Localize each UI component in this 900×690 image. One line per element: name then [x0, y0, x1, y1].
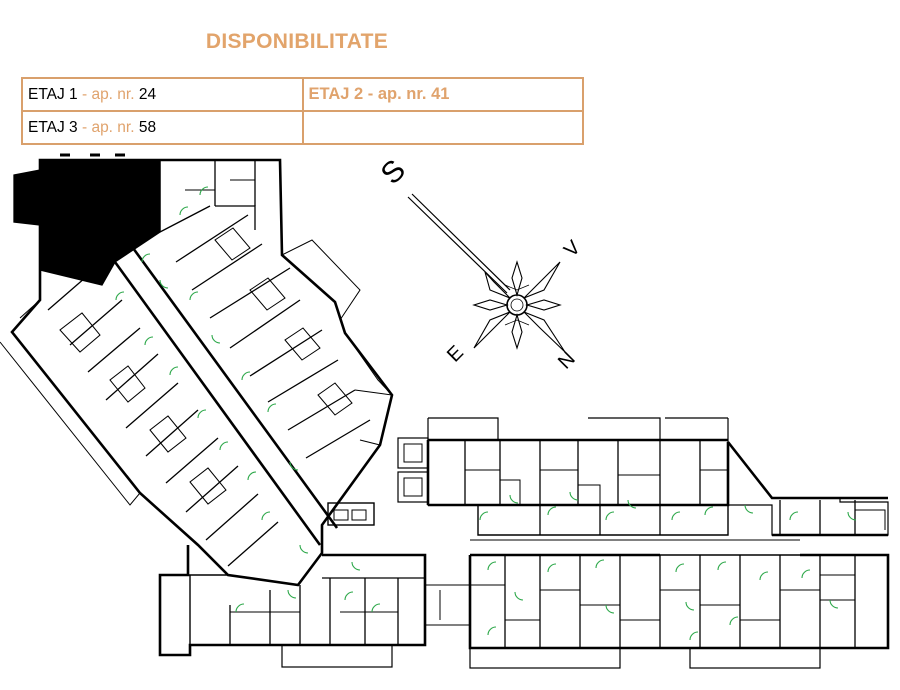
apartment-prefix: - ap. nr.: [77, 118, 139, 136]
availability-table: ETAJ 1 - ap. nr. 24 ETAJ 2 - ap. nr. 41 …: [21, 77, 584, 145]
floor-label: ETAJ 3: [28, 118, 78, 136]
availability-cell-empty: [301, 110, 584, 145]
apartment-number: 41: [431, 85, 450, 103]
door-swings: [115, 186, 857, 641]
angled-wing: [0, 158, 394, 587]
floor-label: ETAJ 1: [28, 85, 78, 103]
compass-rose: [407, 193, 566, 353]
availability-cell-etaj-3[interactable]: ETAJ 3 - ap. nr. 58: [21, 110, 304, 145]
floor-label: ETAJ 2: [308, 85, 364, 103]
availability-cell-etaj-1[interactable]: ETAJ 1 - ap. nr. 24: [21, 77, 304, 112]
apartment-number: 58: [138, 118, 157, 136]
page-title: DISPONIBILITATE: [205, 30, 389, 53]
compass-west-label: V: [560, 236, 585, 261]
right-wing-lower: [425, 509, 890, 669]
right-wing-upper: [397, 417, 889, 537]
lower-left-block: [158, 545, 427, 668]
compass-east-label: E: [443, 342, 468, 367]
compass-north-label: N: [554, 348, 580, 374]
apartment-prefix: - ap. nr.: [363, 85, 432, 103]
compass-south-label: S: [375, 153, 412, 190]
availability-cell-etaj-2[interactable]: ETAJ 2 - ap. nr. 41: [301, 77, 584, 112]
apartment-number: 24: [138, 85, 157, 103]
highlighted-apartment: [39, 159, 161, 286]
apartment-prefix: - ap. nr.: [77, 85, 139, 103]
